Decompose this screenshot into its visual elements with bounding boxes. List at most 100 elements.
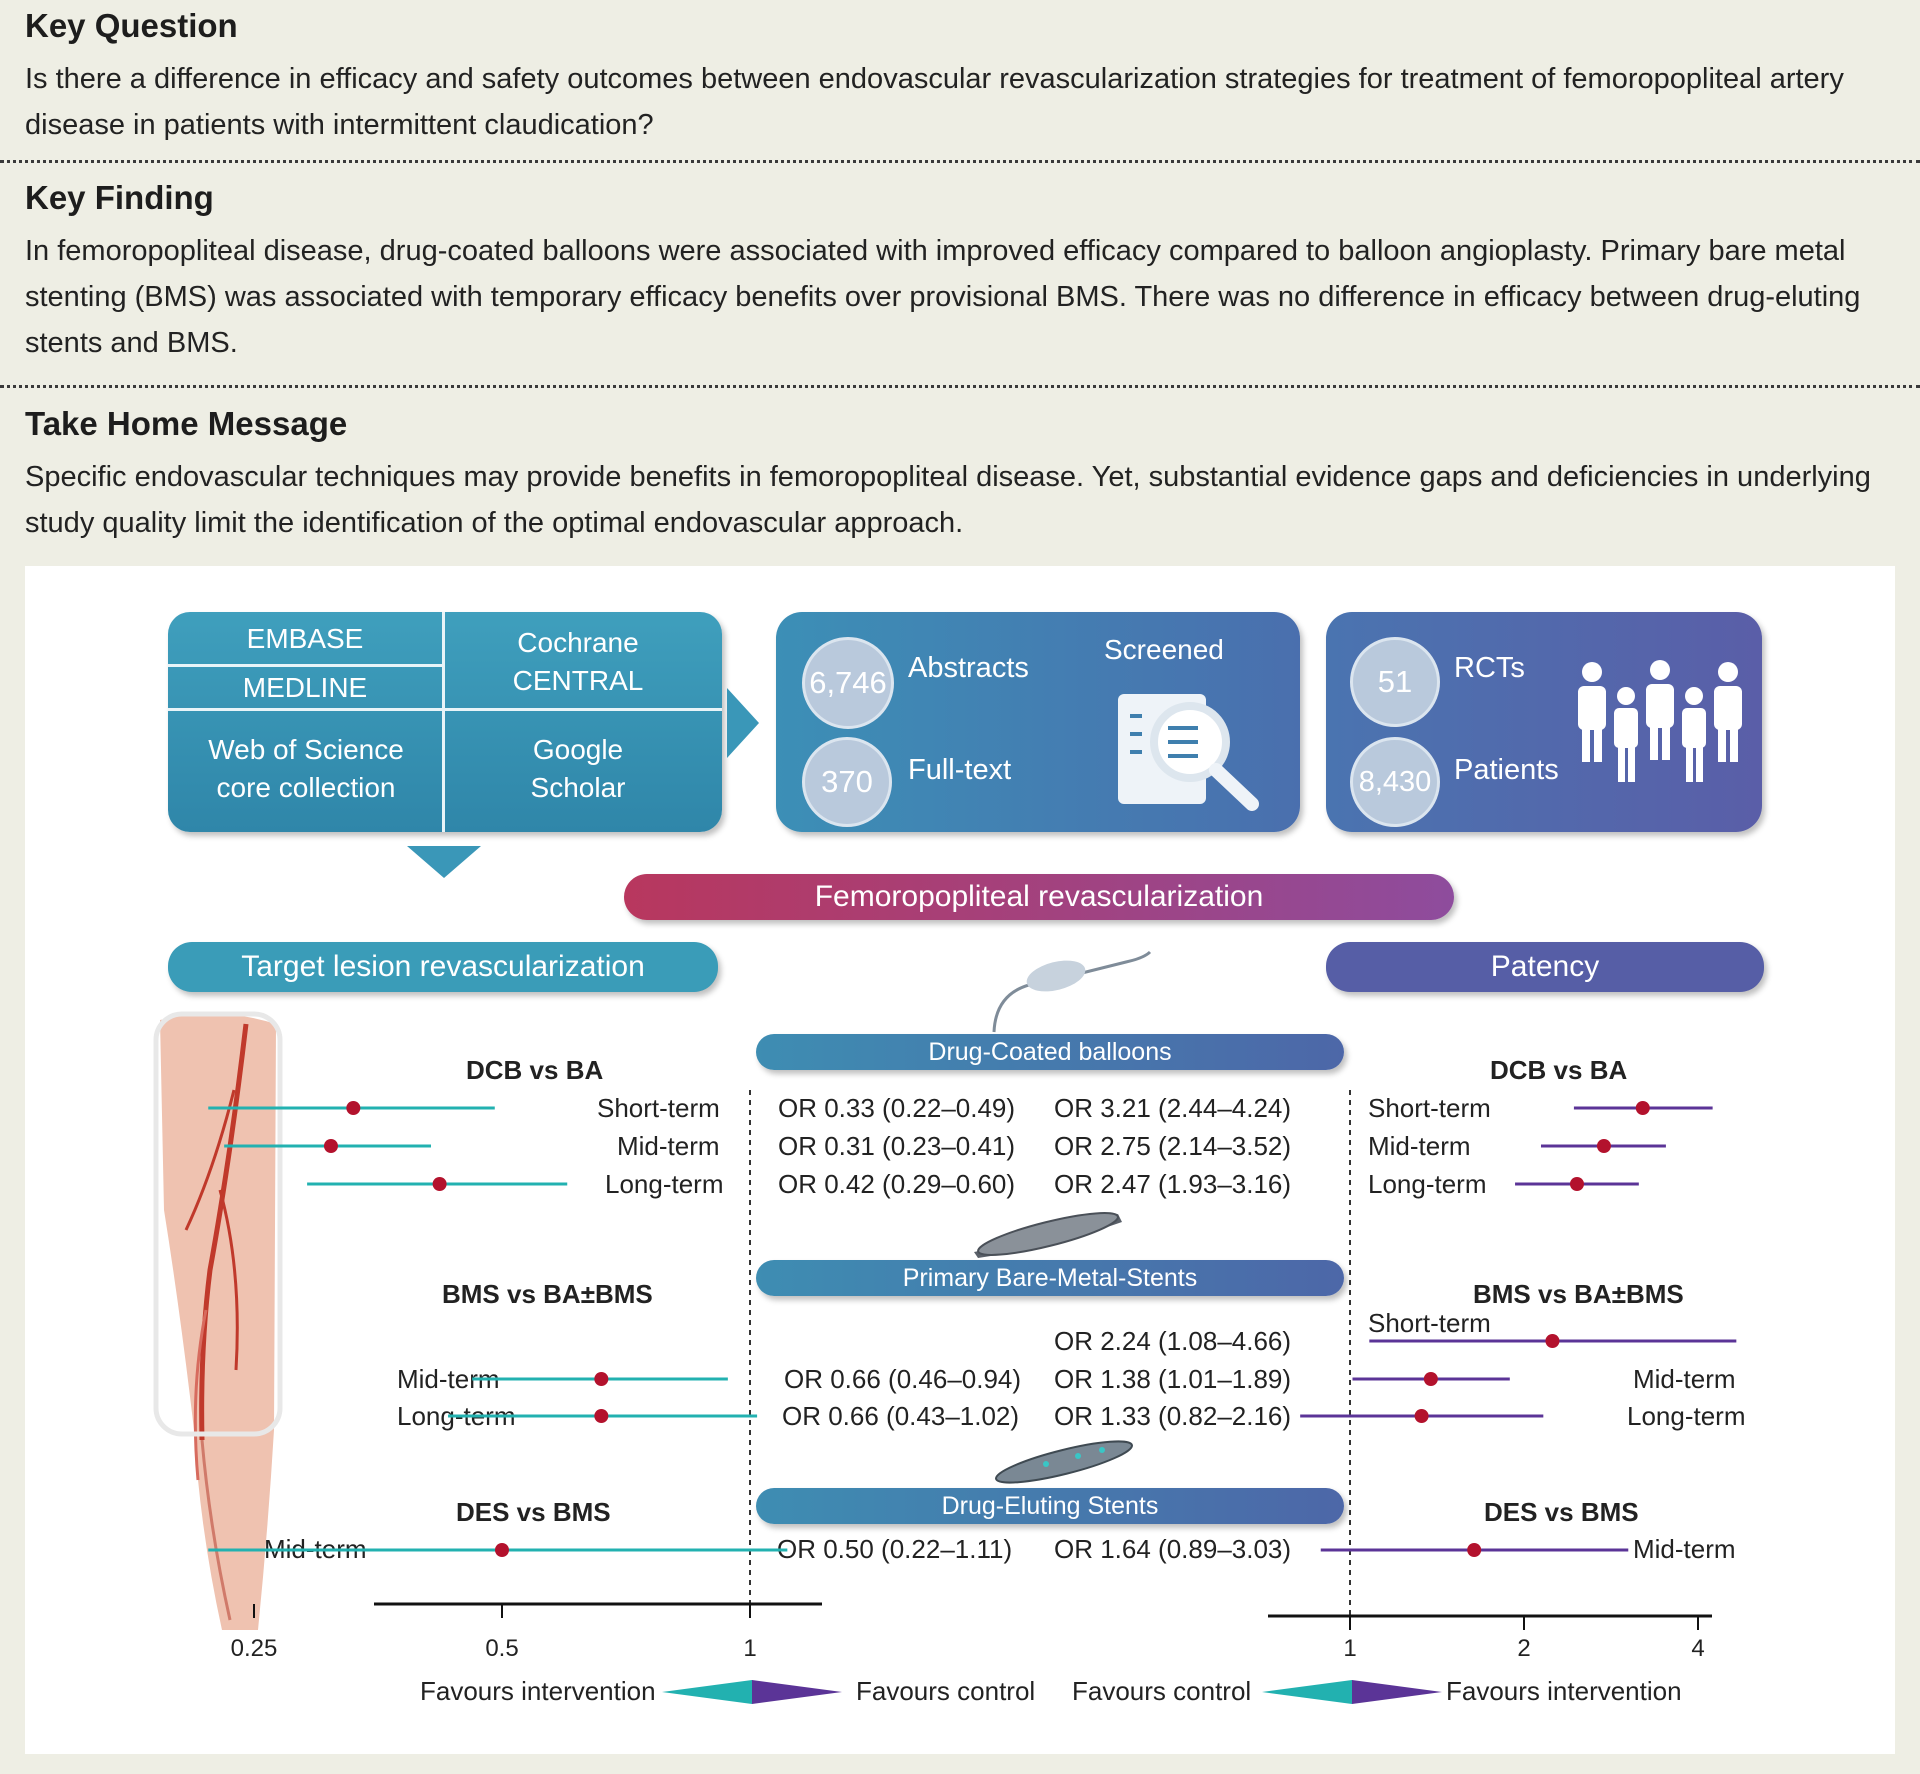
right-or-point xyxy=(1596,1139,1611,1153)
right-or-point xyxy=(1569,1177,1584,1191)
source-medline: MEDLINE xyxy=(242,671,368,703)
right-axis-tick-label: 4 xyxy=(1691,1635,1704,1662)
left-or-point xyxy=(346,1101,361,1115)
left-favours-control: Favours control xyxy=(856,1676,1036,1706)
right-row-label: Long-term xyxy=(1368,1169,1487,1199)
right-or-point xyxy=(1467,1543,1482,1557)
right-or-point xyxy=(1423,1372,1438,1386)
left-row-label: Short-term xyxy=(597,1093,720,1123)
divider xyxy=(442,612,445,832)
right-or-text: OR 2.24 (1.08–4.66) xyxy=(1054,1326,1292,1356)
abstracts-count-circle: 6,746 xyxy=(802,637,894,729)
key-question-section: Key Question Is there a difference in ef… xyxy=(25,6,1900,148)
left-or-point xyxy=(495,1543,509,1557)
document-magnifier-icon xyxy=(1118,694,1259,811)
right-comparison-title-des: DES vs BMS xyxy=(1484,1497,1639,1527)
left-comparison-title-bms: BMS vs BA±BMS xyxy=(442,1279,653,1309)
right-row-label: Mid-term xyxy=(1633,1364,1736,1394)
left-axis-tick-label: 1 xyxy=(743,1635,756,1662)
right-or-text: OR 2.75 (2.14–3.52) xyxy=(1054,1131,1292,1161)
divider xyxy=(0,160,1920,163)
right-axis-tick-label: 2 xyxy=(1517,1635,1530,1662)
des-bar: Drug-Eluting Stents xyxy=(756,1488,1344,1524)
left-or-point xyxy=(594,1372,609,1386)
right-row-label: Mid-term xyxy=(1633,1534,1736,1564)
left-or-point xyxy=(323,1139,338,1153)
right-row-label: Short-term xyxy=(1368,1308,1491,1338)
left-comparison-title-dcb: DCB vs BA xyxy=(466,1055,604,1085)
femoropopliteal-banner: Femoropopliteal revascularization xyxy=(624,874,1454,920)
left-or-point xyxy=(594,1409,609,1423)
right-row-label: Long-term xyxy=(1627,1401,1746,1431)
screening-box: 6,746 Abstracts 370 Full-text Screened xyxy=(776,612,1300,832)
right-or-text: OR 3.21 (2.44–4.24) xyxy=(1054,1093,1292,1123)
right-or-point xyxy=(1635,1101,1650,1115)
fulltext-label: Full-text xyxy=(908,754,1012,786)
left-or-text: OR 0.42 (0.29–0.60) xyxy=(778,1169,1016,1199)
left-axis-tick-label: 0.5 xyxy=(485,1635,518,1662)
right-or-text: OR 1.38 (1.01–1.89) xyxy=(1054,1364,1292,1394)
drug-eluting-stent-icon xyxy=(995,1440,1133,1484)
right-axis-tick-label: 1 xyxy=(1343,1635,1356,1662)
source-embase: EMBASE xyxy=(246,623,364,654)
right-or-point xyxy=(1414,1409,1429,1423)
balloon-catheter-icon xyxy=(992,950,1152,1033)
rcts-count-circle: 51 xyxy=(1350,637,1440,727)
left-or-text: OR 0.50 (0.22–1.11) xyxy=(777,1534,1013,1564)
left-axis-tick-label: 0.25 xyxy=(231,1635,278,1662)
right-or-point xyxy=(1545,1334,1560,1348)
right-or-text: OR 1.64 (0.89–3.03) xyxy=(1054,1534,1292,1564)
bare-metal-stent-icon xyxy=(974,1212,1122,1258)
left-row-label: Long-term xyxy=(605,1169,724,1199)
right-favours-arrow-purple xyxy=(1352,1680,1442,1704)
right-row-label: Short-term xyxy=(1368,1093,1491,1123)
divider xyxy=(0,385,1920,388)
key-finding-text: In femoropopliteal disease, drug-coated … xyxy=(25,235,1861,359)
people-group-icon xyxy=(1578,660,1742,782)
source-cochrane: Cochrane CENTRAL xyxy=(512,627,644,696)
right-favours-control: Favours control xyxy=(1072,1676,1252,1706)
leg-artery-illustration xyxy=(153,1011,283,1630)
arrow-right-icon xyxy=(727,688,759,758)
screened-title: Screened xyxy=(1104,634,1224,665)
dcb-bar: Drug-Coated balloons xyxy=(756,1034,1344,1070)
left-favours-arrow-teal xyxy=(662,1680,752,1704)
patients-count-circle: 8,430 xyxy=(1350,737,1440,827)
divider xyxy=(168,664,442,667)
patients-label: Patients xyxy=(1454,754,1559,786)
left-or-text: OR 0.33 (0.22–0.49) xyxy=(778,1093,1016,1123)
tlr-header: Target lesion revascularization xyxy=(168,942,718,992)
arrow-down-icon xyxy=(407,846,481,878)
left-or-text: OR 0.31 (0.23–0.41) xyxy=(778,1131,1016,1161)
take-home-section: Take Home Message Specific endovascular … xyxy=(25,404,1900,546)
right-favours-arrow-teal xyxy=(1262,1680,1352,1704)
key-finding-heading: Key Finding xyxy=(25,179,214,216)
left-favours-arrow-purple xyxy=(752,1680,842,1704)
right-or-text: OR 2.47 (1.93–3.16) xyxy=(1054,1169,1292,1199)
right-or-text: OR 1.33 (0.82–2.16) xyxy=(1054,1401,1292,1431)
abstracts-label: Abstracts xyxy=(908,652,1029,684)
included-studies-box: 51 RCTs 8,430 Patients xyxy=(1326,612,1762,832)
left-row-label: Mid-term xyxy=(617,1131,720,1161)
rcts-label: RCTs xyxy=(1454,652,1525,684)
source-google-scholar: Google Scholar xyxy=(530,734,626,803)
take-home-text: Specific endovascular techniques may pro… xyxy=(25,461,1871,539)
fulltext-count-circle: 370 xyxy=(802,737,892,827)
key-question-text: Is there a difference in efficacy and sa… xyxy=(25,63,1844,141)
left-favours-intervention: Favours intervention xyxy=(420,1676,656,1706)
key-finding-section: Key Finding In femoropopliteal disease, … xyxy=(25,178,1900,366)
right-comparison-title-bms: BMS vs BA±BMS xyxy=(1473,1279,1684,1309)
patency-header: Patency xyxy=(1326,942,1764,992)
left-or-point xyxy=(432,1177,447,1191)
left-comparison-title-des: DES vs BMS xyxy=(456,1497,611,1527)
left-or-text: OR 0.66 (0.43–1.02) xyxy=(782,1401,1020,1431)
right-favours-intervention: Favours intervention xyxy=(1446,1676,1682,1706)
right-comparison-title-dcb: DCB vs BA xyxy=(1490,1055,1628,1085)
divider xyxy=(168,708,722,711)
source-web-of-science: Web of Science core collection xyxy=(208,734,404,803)
left-or-text: OR 0.66 (0.46–0.94) xyxy=(784,1364,1022,1394)
key-question-heading: Key Question xyxy=(25,7,238,44)
bms-bar: Primary Bare-Metal-Stents xyxy=(756,1260,1344,1296)
take-home-heading: Take Home Message xyxy=(25,405,348,442)
